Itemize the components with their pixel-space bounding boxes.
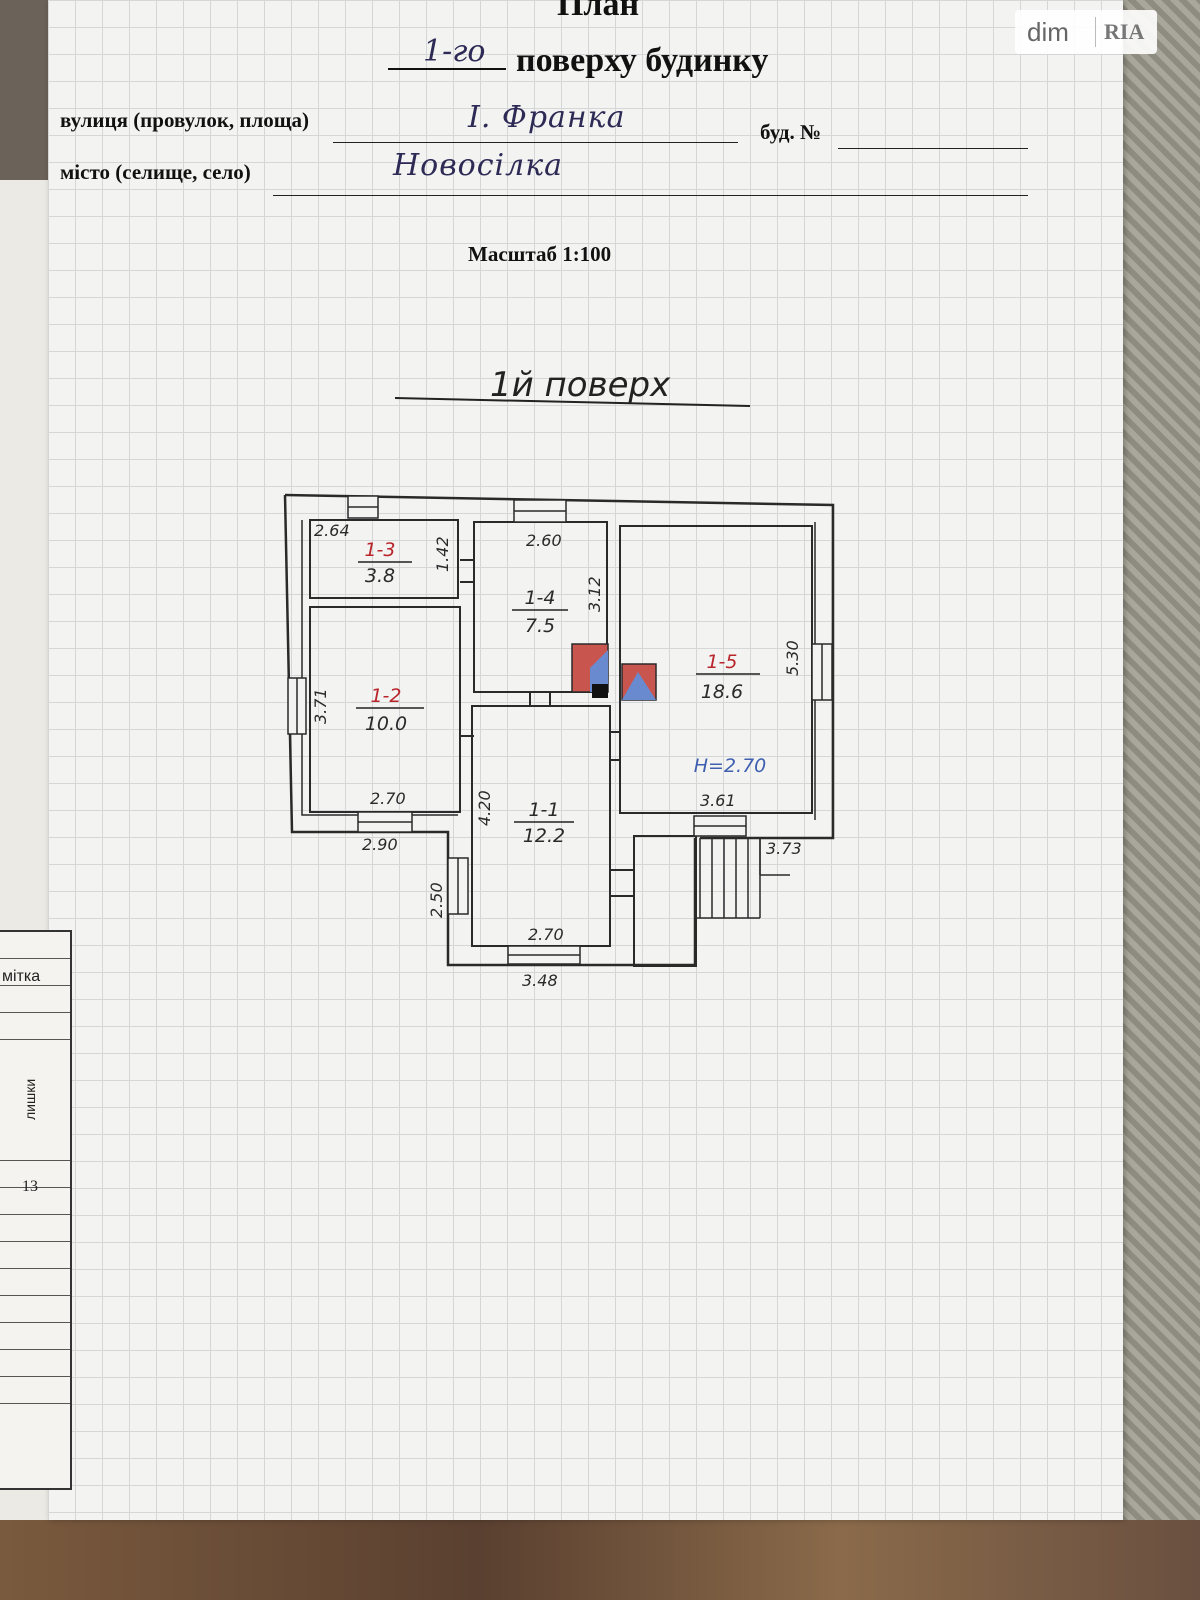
room-1-5-area: 18.6	[701, 681, 743, 703]
dimria-logo: dim RIA	[1015, 10, 1157, 54]
street-label: вулиця (провулок, площа)	[60, 108, 310, 132]
dim-3-61: 3.61	[700, 791, 736, 810]
room-1-3-area: 3.8	[365, 565, 395, 587]
side-table	[0, 930, 72, 1490]
side-table-header: мітка	[2, 968, 41, 985]
dim-2-70-room-1-1: 2.70	[528, 925, 564, 944]
room-1-5-id: 1-5	[706, 651, 737, 673]
logo-ria-text: RIA	[1104, 19, 1145, 44]
floor-title: 1й поверх	[490, 365, 671, 405]
dim-2-60: 2.60	[526, 531, 562, 550]
stove-element	[571, 643, 657, 701]
city-line	[273, 195, 1028, 196]
dim-3-48: 3.48	[522, 971, 558, 990]
dim-2-70-room-1-2: 2.70	[370, 789, 406, 808]
dim-3-73: 3.73	[766, 839, 802, 858]
room-1-1-area: 12.2	[523, 825, 565, 847]
dim-2-50: 2.50	[427, 882, 446, 918]
dim-3-71: 3.71	[311, 688, 330, 724]
floor-number-line	[388, 68, 506, 70]
doors	[459, 559, 634, 897]
room-1-4-area: 7.5	[525, 615, 555, 637]
document-subtitle: поверху будинку	[516, 42, 769, 79]
dim-2-64: 2.64	[314, 521, 350, 540]
floor-title-underline	[394, 397, 751, 407]
ceiling-height-note: H=2.70	[694, 755, 767, 777]
dim-5-30: 5.30	[783, 640, 802, 676]
dim-3-12: 3.12	[585, 576, 604, 612]
background-cloth	[1120, 0, 1200, 1520]
city-value: Новосілка	[393, 148, 564, 183]
room-1-4-id: 1-4	[524, 587, 555, 609]
dim-2-90: 2.90	[362, 835, 398, 854]
side-table-number: 13	[22, 1178, 38, 1195]
background-floor	[0, 1520, 1200, 1600]
room-1-2-id: 1-2	[370, 685, 401, 707]
street-line	[333, 142, 738, 143]
street-value: І. Франка	[468, 100, 626, 135]
scale-label: Масштаб 1:100	[468, 242, 612, 266]
city-label: місто (селище, село)	[60, 160, 251, 184]
floor-number-handwritten: 1-го	[423, 34, 486, 69]
building-number-line	[838, 148, 1028, 149]
document-sheet: План 1-го поверху будинку вулиця (провул…	[48, 0, 1123, 1520]
room-1-3-id: 1-3	[364, 539, 395, 561]
logo-dim-text: dim	[1027, 16, 1069, 47]
room-1-2-area: 10.0	[365, 713, 407, 735]
room-1-1-id: 1-1	[528, 799, 559, 821]
document-title: План	[556, 0, 640, 23]
dim-4-20: 4.20	[475, 790, 494, 826]
dim-1-42: 1.42	[433, 536, 452, 572]
windows	[287, 495, 833, 965]
building-number-label: буд. №	[760, 120, 822, 144]
